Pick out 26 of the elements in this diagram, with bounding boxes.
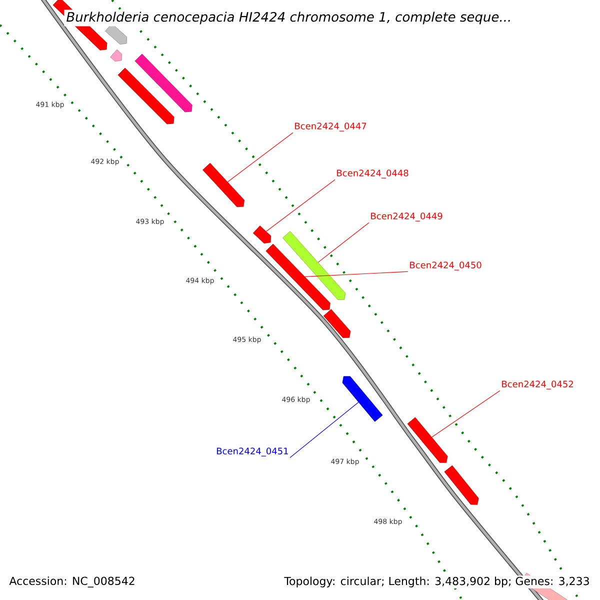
gene-feature — [118, 68, 174, 124]
gene-label: Bcen2424_0447 — [295, 122, 366, 132]
gene-feature — [342, 376, 383, 422]
gene-feature — [266, 244, 330, 310]
leader-line — [318, 222, 370, 263]
leader-line — [432, 390, 500, 438]
leader-line — [290, 402, 359, 458]
gene-feature — [323, 309, 351, 338]
gene-label: Bcen2424_0452 — [502, 380, 573, 390]
gene-label: Bcen2424_0448 — [337, 170, 408, 178]
accession-text: Accession: NC_008542 — [8, 576, 136, 588]
topology-text: Topology: circular; Length: 3,483,902 bp; Genes: 3,233 — [283, 576, 591, 588]
gene-label: Bcen2424_0450 — [410, 262, 482, 270]
gene-feature — [444, 465, 479, 505]
gene-label: Bcen2424_0451 — [217, 448, 288, 456]
gene-feature — [252, 226, 272, 244]
gene-feature — [134, 54, 192, 112]
leader-line — [266, 179, 336, 232]
leader-line — [304, 271, 408, 277]
gene-feature — [110, 49, 122, 62]
gene-feature — [407, 417, 448, 463]
gene-feature — [282, 231, 346, 300]
gene-feature — [202, 162, 244, 208]
gene-label: Bcen2424_0449 — [371, 212, 442, 222]
leader-line — [227, 132, 294, 182]
title: Burkholderia cenocepacia HI2424 chromosome 1, complete seque... — [64, 10, 514, 26]
